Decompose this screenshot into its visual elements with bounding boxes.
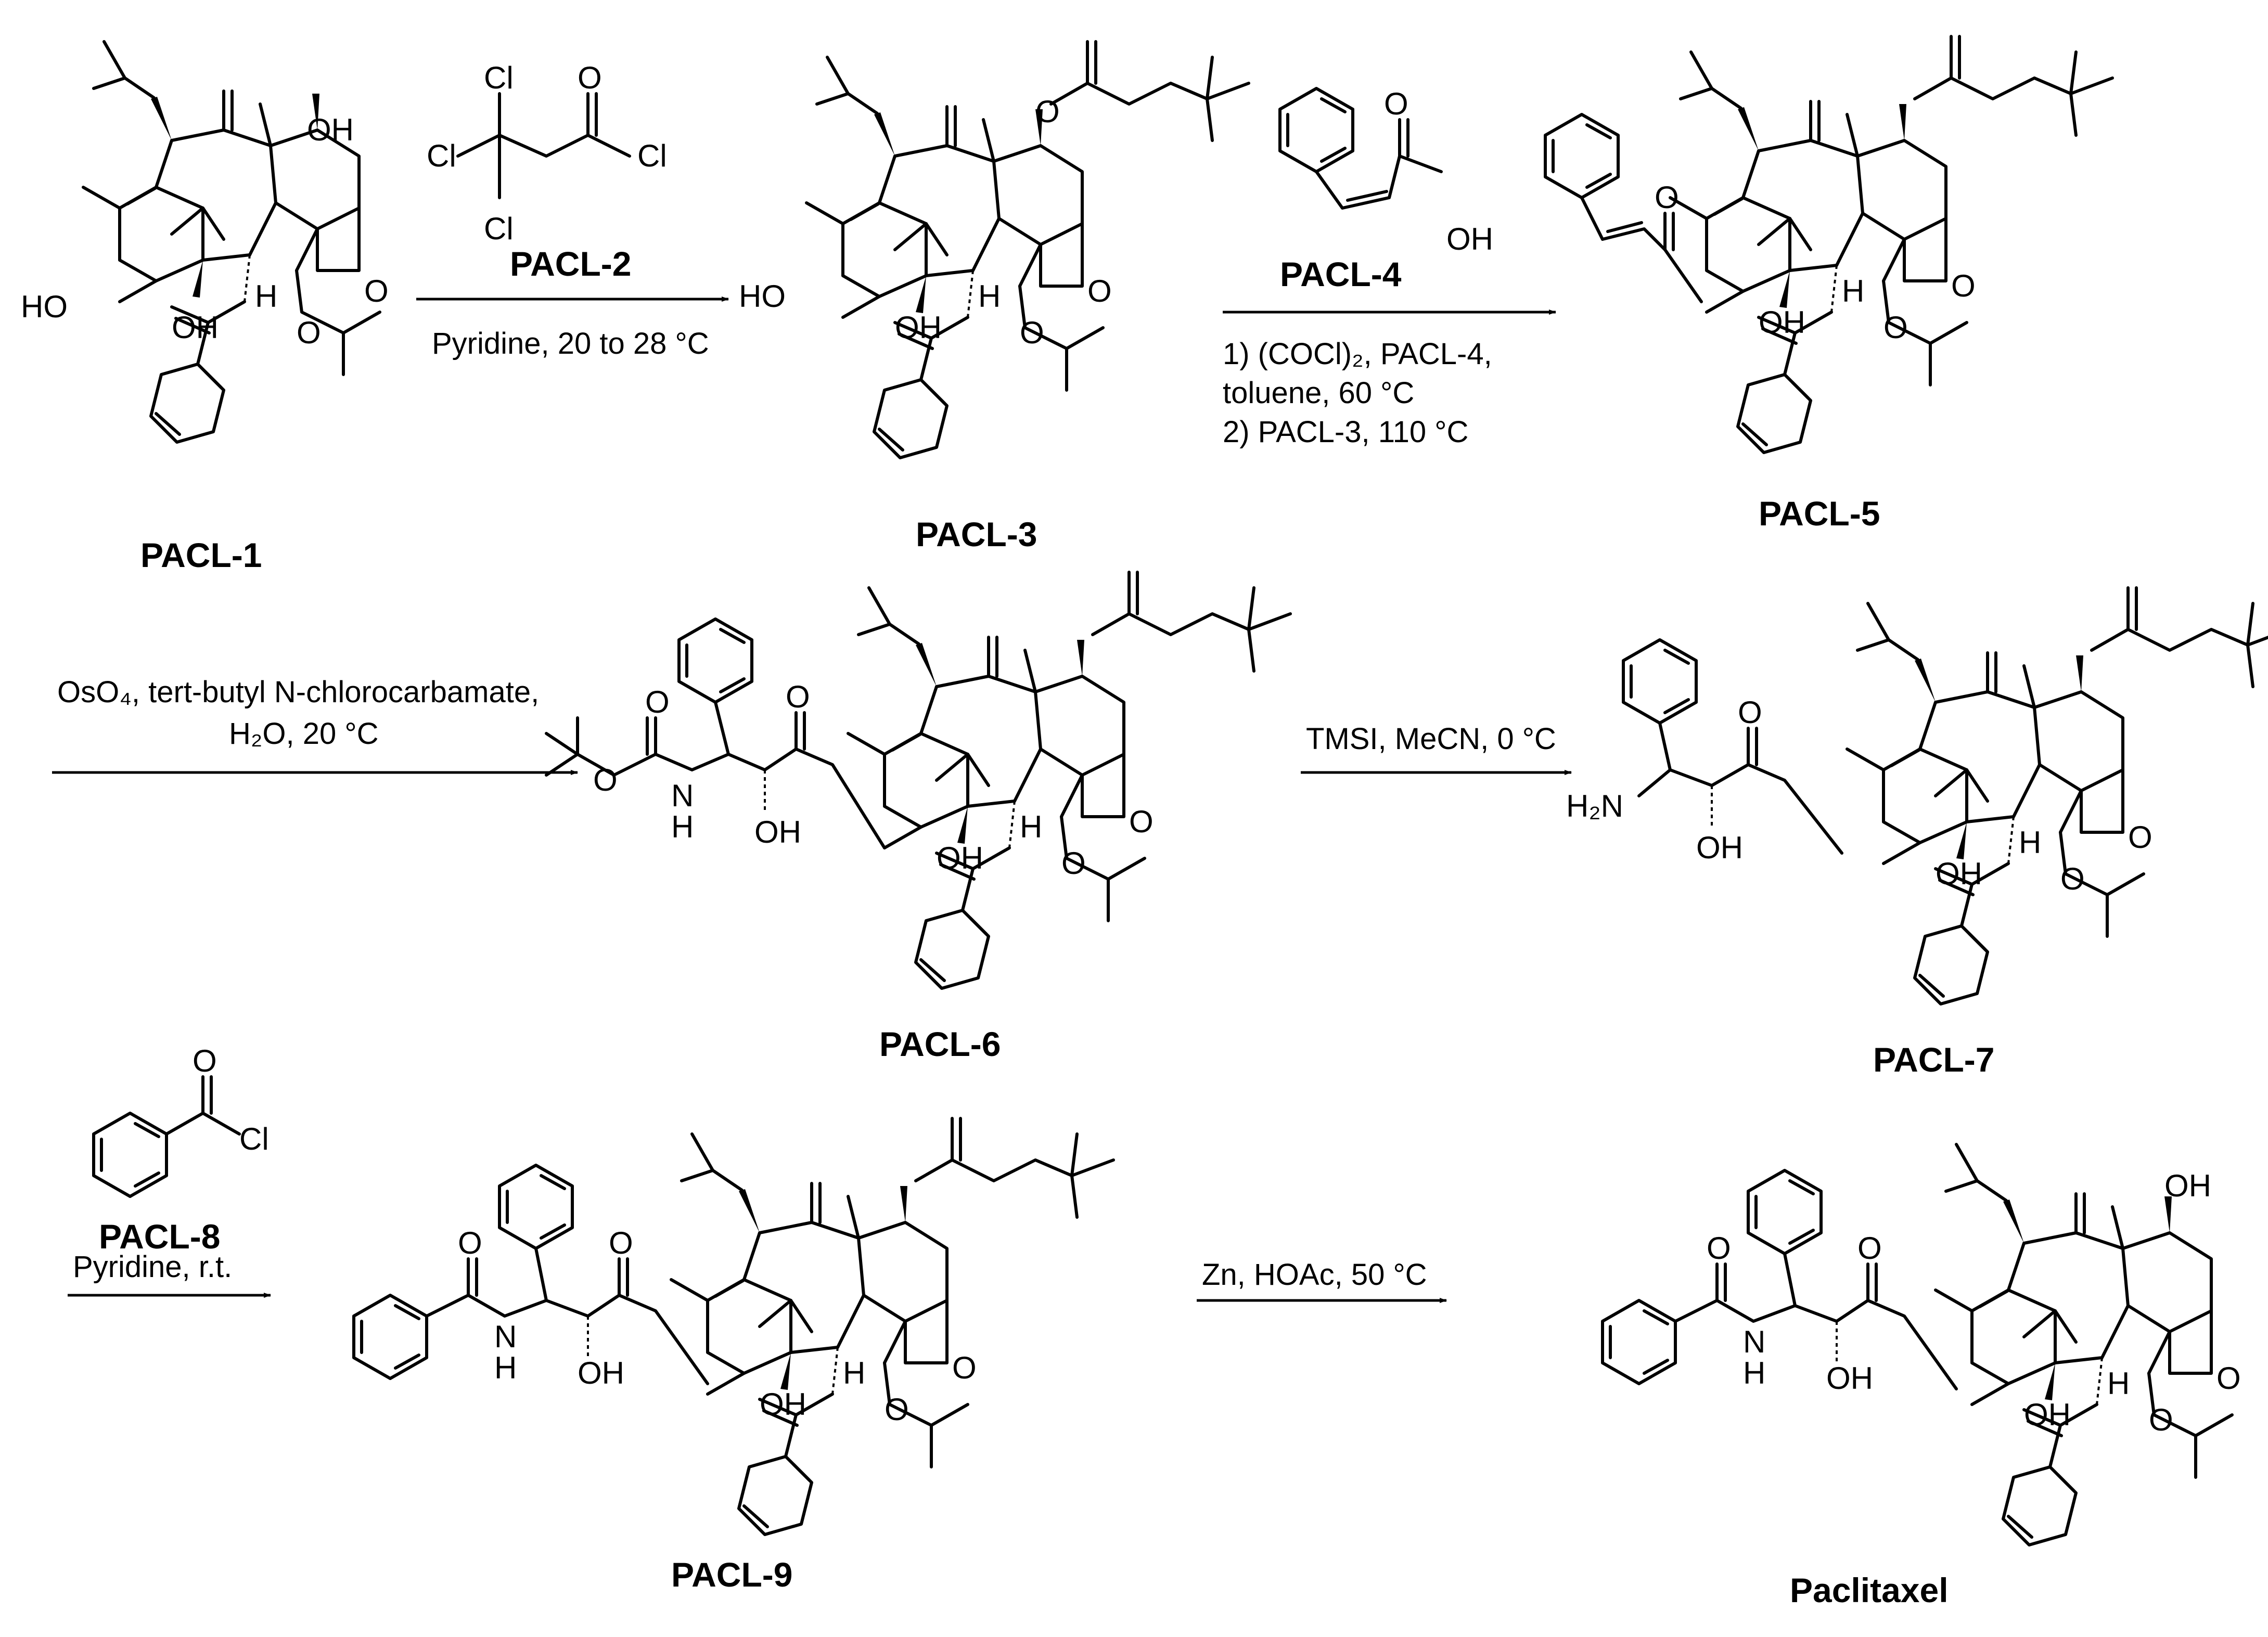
svg-text:O: O — [2149, 1402, 2173, 1437]
svg-text:O: O — [593, 763, 618, 797]
conditions-step3-line1: OsO₄, tert-butyl N-chlorocarbamate, — [57, 675, 539, 709]
svg-text:H: H — [671, 809, 694, 844]
svg-text:HO: HO — [739, 279, 786, 314]
svg-text:O: O — [193, 1043, 217, 1078]
svg-text:H: H — [1743, 1356, 1765, 1390]
svg-text:OH: OH — [307, 112, 354, 147]
conditions-step4: TMSI, MeCN, 0 °C — [1306, 722, 1556, 756]
svg-text:OH: OH — [1446, 222, 1493, 256]
compound-pacl7-structure: O H₂N OH OH H O O — [1566, 588, 2268, 1004]
label-pacl9: PACL-9 — [671, 1555, 792, 1594]
svg-text:H: H — [2019, 825, 2041, 860]
svg-text:H: H — [978, 279, 1001, 314]
conditions-step2-line2: toluene, 60 °C — [1223, 376, 1414, 410]
conditions-step2-line1: 1) (COCl)₂, PACL-4, — [1223, 337, 1492, 371]
svg-text:OH: OH — [2024, 1397, 2071, 1432]
svg-text:H: H — [1020, 809, 1042, 844]
conditions-step1: Pyridine, 20 to 28 °C — [432, 327, 709, 360]
label-pacl2: PACL-2 — [510, 244, 631, 283]
svg-text:Cl: Cl — [484, 211, 514, 246]
svg-text:Cl: Cl — [637, 138, 667, 173]
svg-text:N: N — [494, 1319, 517, 1354]
conditions-step2-line3: 2) PACL-3, 110 °C — [1223, 415, 1468, 449]
svg-text:O: O — [2216, 1361, 2241, 1396]
label-pacl6: PACL-6 — [879, 1025, 1001, 1063]
conditions-step3-line2: H₂O, 20 °C — [229, 717, 378, 751]
svg-text:O: O — [609, 1226, 633, 1260]
svg-text:OH: OH — [172, 310, 219, 345]
svg-text:O: O — [1655, 180, 1679, 215]
svg-text:OH: OH — [578, 1356, 624, 1390]
svg-text:O: O — [2060, 861, 2085, 896]
svg-text:H: H — [494, 1350, 517, 1385]
svg-text:O: O — [1951, 268, 1976, 303]
label-pacl8: PACL-8 — [99, 1217, 220, 1256]
svg-text:O: O — [1061, 846, 1086, 881]
label-pacl1: PACL-1 — [140, 536, 262, 574]
svg-text:N: N — [671, 778, 694, 813]
svg-text:O: O — [1384, 86, 1408, 121]
label-pacl5: PACL-5 — [1759, 494, 1880, 533]
svg-text:N: N — [1743, 1324, 1765, 1359]
svg-text:OH: OH — [754, 815, 801, 849]
svg-text:O: O — [1883, 310, 1908, 345]
conditions-step5: Pyridine, r.t. — [73, 1250, 232, 1284]
svg-text:OH: OH — [937, 841, 983, 875]
label-pacl7: PACL-7 — [1873, 1040, 1994, 1079]
compound-pacl5-structure: O OH H O O — [1545, 36, 2112, 453]
svg-text:HO: HO — [21, 289, 68, 324]
svg-text:O: O — [1087, 274, 1112, 308]
compound-pacl6-structure: O O O N H OH OH H O O — [545, 572, 1290, 988]
svg-text:O: O — [1738, 695, 1762, 730]
svg-text:O: O — [952, 1350, 977, 1385]
conditions-step6: Zn, HOAc, 50 °C — [1202, 1258, 1427, 1292]
svg-text:O: O — [1707, 1231, 1731, 1266]
svg-text:O: O — [885, 1392, 909, 1427]
svg-text:H: H — [2107, 1366, 2130, 1401]
svg-text:O: O — [786, 679, 810, 714]
svg-text:O: O — [364, 274, 389, 308]
svg-text:O: O — [1035, 94, 1060, 129]
svg-text:OH: OH — [895, 310, 942, 345]
label-pacl3: PACL-3 — [916, 515, 1037, 553]
svg-text:H₂N: H₂N — [1566, 789, 1623, 823]
svg-text:O: O — [1020, 315, 1044, 350]
compound-paclitaxel-structure: O O N H OH OH OH H O O — [1603, 1144, 2241, 1545]
svg-text:O: O — [578, 60, 602, 95]
svg-text:OH: OH — [1696, 830, 1743, 865]
svg-text:Cl: Cl — [239, 1122, 269, 1156]
svg-text:O: O — [2128, 820, 2152, 855]
svg-text:OH: OH — [1936, 856, 1982, 891]
svg-text:H: H — [843, 1356, 865, 1390]
compound-pacl8-structure: O Cl — [94, 1043, 269, 1196]
svg-text:Cl: Cl — [484, 60, 514, 95]
svg-text:O: O — [1129, 804, 1154, 839]
svg-text:Cl: Cl — [427, 138, 456, 173]
svg-text:H: H — [1842, 274, 1864, 308]
label-pacl4: PACL-4 — [1280, 255, 1402, 293]
label-paclitaxel: Paclitaxel — [1790, 1571, 1949, 1609]
compound-pacl3-structure: O HO OH H O O — [739, 42, 1249, 458]
svg-text:O: O — [645, 685, 670, 719]
compound-pacl4-structure: O OH — [1280, 86, 1493, 256]
compound-pacl2-structure: Cl Cl Cl O Cl — [427, 60, 667, 246]
svg-text:OH: OH — [1826, 1361, 1873, 1396]
compound-pacl1-structure: OH HO OH H O O — [21, 42, 389, 442]
svg-text:OH: OH — [1759, 305, 1805, 340]
svg-text:O: O — [458, 1226, 482, 1260]
compound-pacl9-structure: O O N H OH OH H O O — [354, 1118, 1113, 1535]
svg-text:H: H — [255, 279, 277, 314]
svg-text:O: O — [297, 315, 321, 350]
svg-text:OH: OH — [2164, 1168, 2211, 1203]
svg-text:O: O — [1857, 1231, 1882, 1266]
svg-text:OH: OH — [760, 1387, 806, 1422]
